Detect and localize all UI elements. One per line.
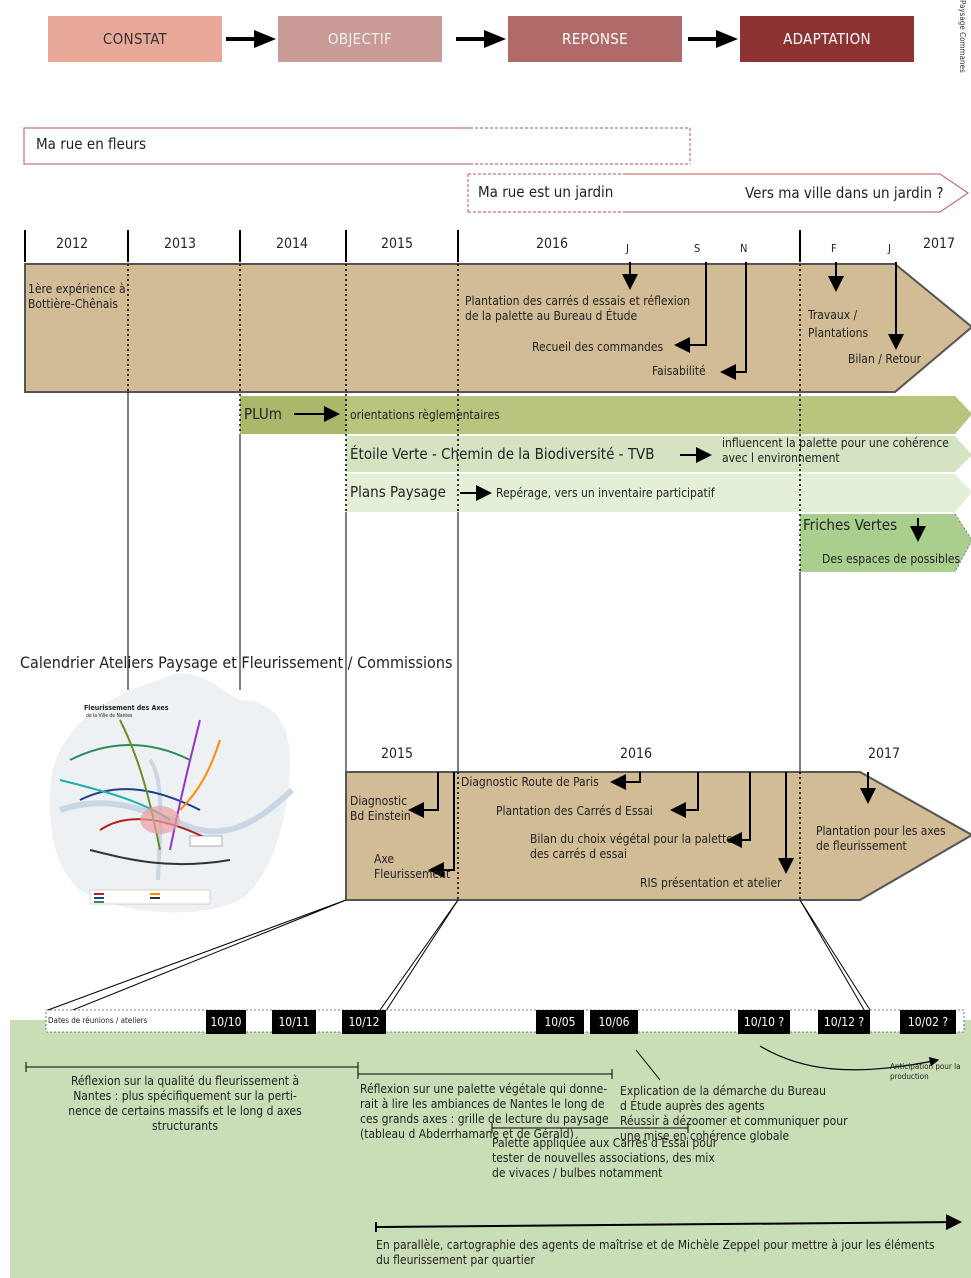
event-axe: Axe Fleurissement [374, 852, 451, 881]
month-label: N [740, 242, 748, 255]
meeting-date: 10/02 ? [900, 1010, 956, 1034]
year-label: 2012 [56, 236, 89, 252]
year-label: 2016 [620, 746, 653, 762]
friches-text: Des espaces de possibles [822, 552, 961, 566]
etoile-text: influencent la palette pour une cohérenc… [722, 436, 949, 465]
etoile-band [346, 436, 971, 472]
meeting-date: 10/05 [536, 1010, 584, 1034]
event-ris: RIS présentation et atelier [640, 876, 782, 890]
meeting-date: 10/11 [272, 1010, 316, 1034]
banner-rue-jardin: Ma rue est un jardin [478, 183, 614, 201]
month-label: F [831, 242, 837, 255]
year-label: 2017 [923, 236, 956, 252]
note-explication: Explication de la démarche du Bureau d É… [620, 1084, 848, 1143]
year-ticks [24, 230, 801, 262]
plum-band-light [346, 396, 971, 434]
year-label: 2016 [536, 236, 569, 252]
note-qualite: Réflexion sur la qualité du fleurissemen… [68, 1074, 302, 1133]
event-travaux: Travaux / Plantations [808, 308, 869, 340]
event-carres: Plantation des Carrés d Essai [496, 804, 653, 818]
banner-ville-jardin: Vers ma ville dans un jardin ? [745, 184, 944, 202]
event-plantation: Plantation des carrés d essais et réflex… [465, 294, 691, 323]
plans-text: Repérage, vers un inventaire participati… [496, 486, 715, 500]
meeting-date: 10/10 [206, 1010, 246, 1034]
map-title: Fleurissement des Axes [84, 704, 169, 712]
plans-label: Plans Paysage [350, 483, 446, 501]
friches-label: Friches Vertes [803, 516, 898, 534]
side-label: Paysage Commanes [958, 0, 967, 73]
event-route-paris: Diagnostic Route de Paris [461, 775, 599, 789]
etoile-label: Étoile Verte - Chemin de la Biodiversité… [350, 445, 655, 463]
event-faisabilite: Faisabilité [652, 364, 706, 378]
step-label: REPONSE [562, 30, 628, 48]
notes-area [10, 1020, 971, 1278]
year-label: 2013 [164, 236, 197, 252]
meeting-date: 10/12 ? [818, 1010, 870, 1034]
year-label: 2017 [868, 746, 901, 762]
event-bilan: Bilan / Retour [848, 352, 922, 366]
month-label: S [694, 242, 701, 255]
banner-rue-en-fleurs: Ma rue en fleurs [36, 135, 146, 153]
event-plantation-axes: Plantation pour les axes de fleurissemen… [816, 824, 946, 853]
header-arrows [226, 30, 738, 48]
step-constat: CONSTAT [48, 16, 222, 62]
note-parallele: En parallèle, cartographie des agents de… [376, 1238, 935, 1267]
plans-band [346, 474, 971, 512]
month-label: J [888, 242, 891, 255]
year-label: 2014 [276, 236, 309, 252]
meeting-date: 10/10 ? [738, 1010, 790, 1034]
year-label: 2015 [381, 746, 414, 762]
calendar-title: Calendrier Ateliers Paysage et Fleurisse… [20, 653, 453, 672]
event-bottiere: 1ère expérience à Bottière-Chênais [28, 282, 126, 311]
step-label: CONSTAT [102, 30, 168, 48]
note-palette: Réflexion sur une palette végétale qui d… [360, 1082, 609, 1141]
map-image [48, 673, 295, 913]
month-label: J [626, 242, 629, 255]
meetings-label: Dates de réunions / ateliers [48, 1016, 148, 1025]
step-label: ADAPTATION [783, 30, 871, 48]
meeting-date: 10/12 [342, 1010, 386, 1034]
step-adaptation: ADAPTATION [740, 16, 914, 62]
step-objectif: OBJECTIF [278, 16, 442, 62]
note-carres-essai: Palette appliquée aux Carrés d Essai pou… [492, 1136, 718, 1180]
year-label: 2015 [381, 236, 414, 252]
step-label: OBJECTIF [327, 30, 393, 48]
timeline1-arrow [24, 263, 971, 393]
event-diagnostic-einstein: Diagnostic Bd Einstein [350, 794, 411, 823]
meeting-date: 10/06 [590, 1010, 638, 1034]
note-anticipation: Anticipation pour la production [890, 1062, 961, 1081]
event-bilan-choix: Bilan du choix végétal pour la palette d… [530, 832, 733, 861]
step-reponse: REPONSE [508, 16, 682, 62]
plum-text: orientations règlementaires [350, 408, 500, 422]
friches-band [800, 514, 971, 572]
map-subtitle: de la Ville de Nantes [86, 713, 133, 719]
timeline2-arrow [345, 771, 971, 901]
event-recueil: Recueil des commandes [532, 340, 664, 354]
plum-label: PLUm [244, 405, 282, 423]
